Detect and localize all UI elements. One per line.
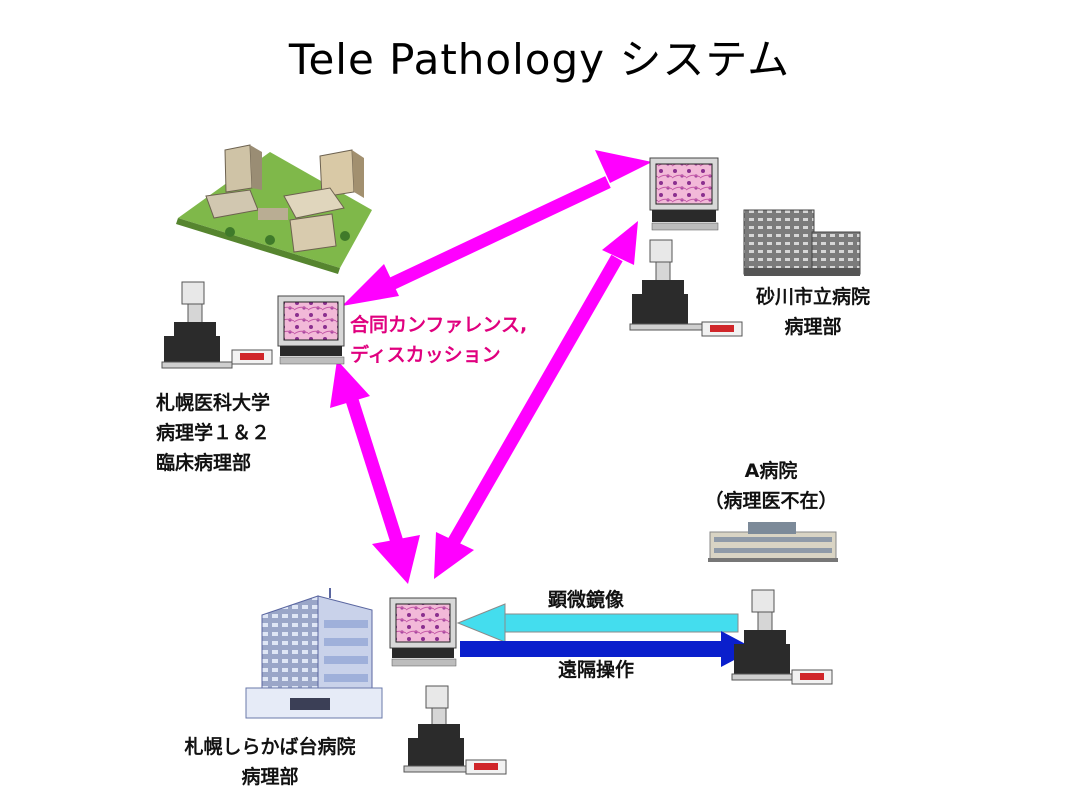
site-line: 札幌医科大学 (156, 392, 271, 414)
campus-illustration (176, 144, 372, 274)
conference-line-1: 合同カンファレンス, (350, 314, 528, 336)
microscope-sunagawa (629, 239, 743, 337)
arrow-microscope-image (456, 603, 739, 643)
conference-line-2: ディスカッション (350, 344, 501, 366)
site-line: 病理学１＆２ (156, 422, 271, 444)
site-label-hospital-a: A病院 （病理医不在） (696, 456, 846, 516)
microscope-sapporo (161, 281, 273, 369)
site-line: 病理部 (241, 766, 299, 788)
site-line: 砂川市立病院 (756, 286, 871, 308)
link-label-microscope-image: 顕微鏡像 (548, 589, 625, 611)
site-line: 臨床病理部 (156, 452, 252, 474)
arrow-sunagawa-shirakabadai (434, 221, 638, 579)
conference-label: 合同カンファレンス, ディスカッション (350, 310, 527, 370)
site-line: 病理部 (784, 316, 842, 338)
computer-shirakabadai (389, 597, 457, 667)
computer-sapporo (277, 295, 345, 365)
page-title: Tele Pathology システム (288, 35, 791, 84)
microscope-shirakabadai (403, 685, 507, 775)
link-label-remote-control: 遠隔操作 (558, 659, 635, 681)
site-line: 札幌しらかば台病院 (184, 736, 356, 758)
microscope-hospital-a (731, 589, 833, 685)
sunagawa-building (743, 209, 861, 276)
shirakabadai-building (245, 588, 383, 719)
computer-sunagawa (649, 157, 719, 231)
hospital-a-building (708, 522, 838, 562)
site-label-shirakabadai: 札幌しらかば台病院 病理部 (170, 732, 370, 792)
arrow-sapporo-sunagawa (342, 150, 652, 306)
site-line: A病院 (744, 460, 798, 482)
site-label-sapporo-med: 札幌医科大学 病理学１＆２ 臨床病理部 (156, 388, 270, 478)
site-label-sunagawa: 砂川市立病院 病理部 (756, 282, 870, 342)
arrow-sapporo-shirakabadai (330, 360, 420, 584)
site-line: （病理医不在） (704, 490, 838, 512)
